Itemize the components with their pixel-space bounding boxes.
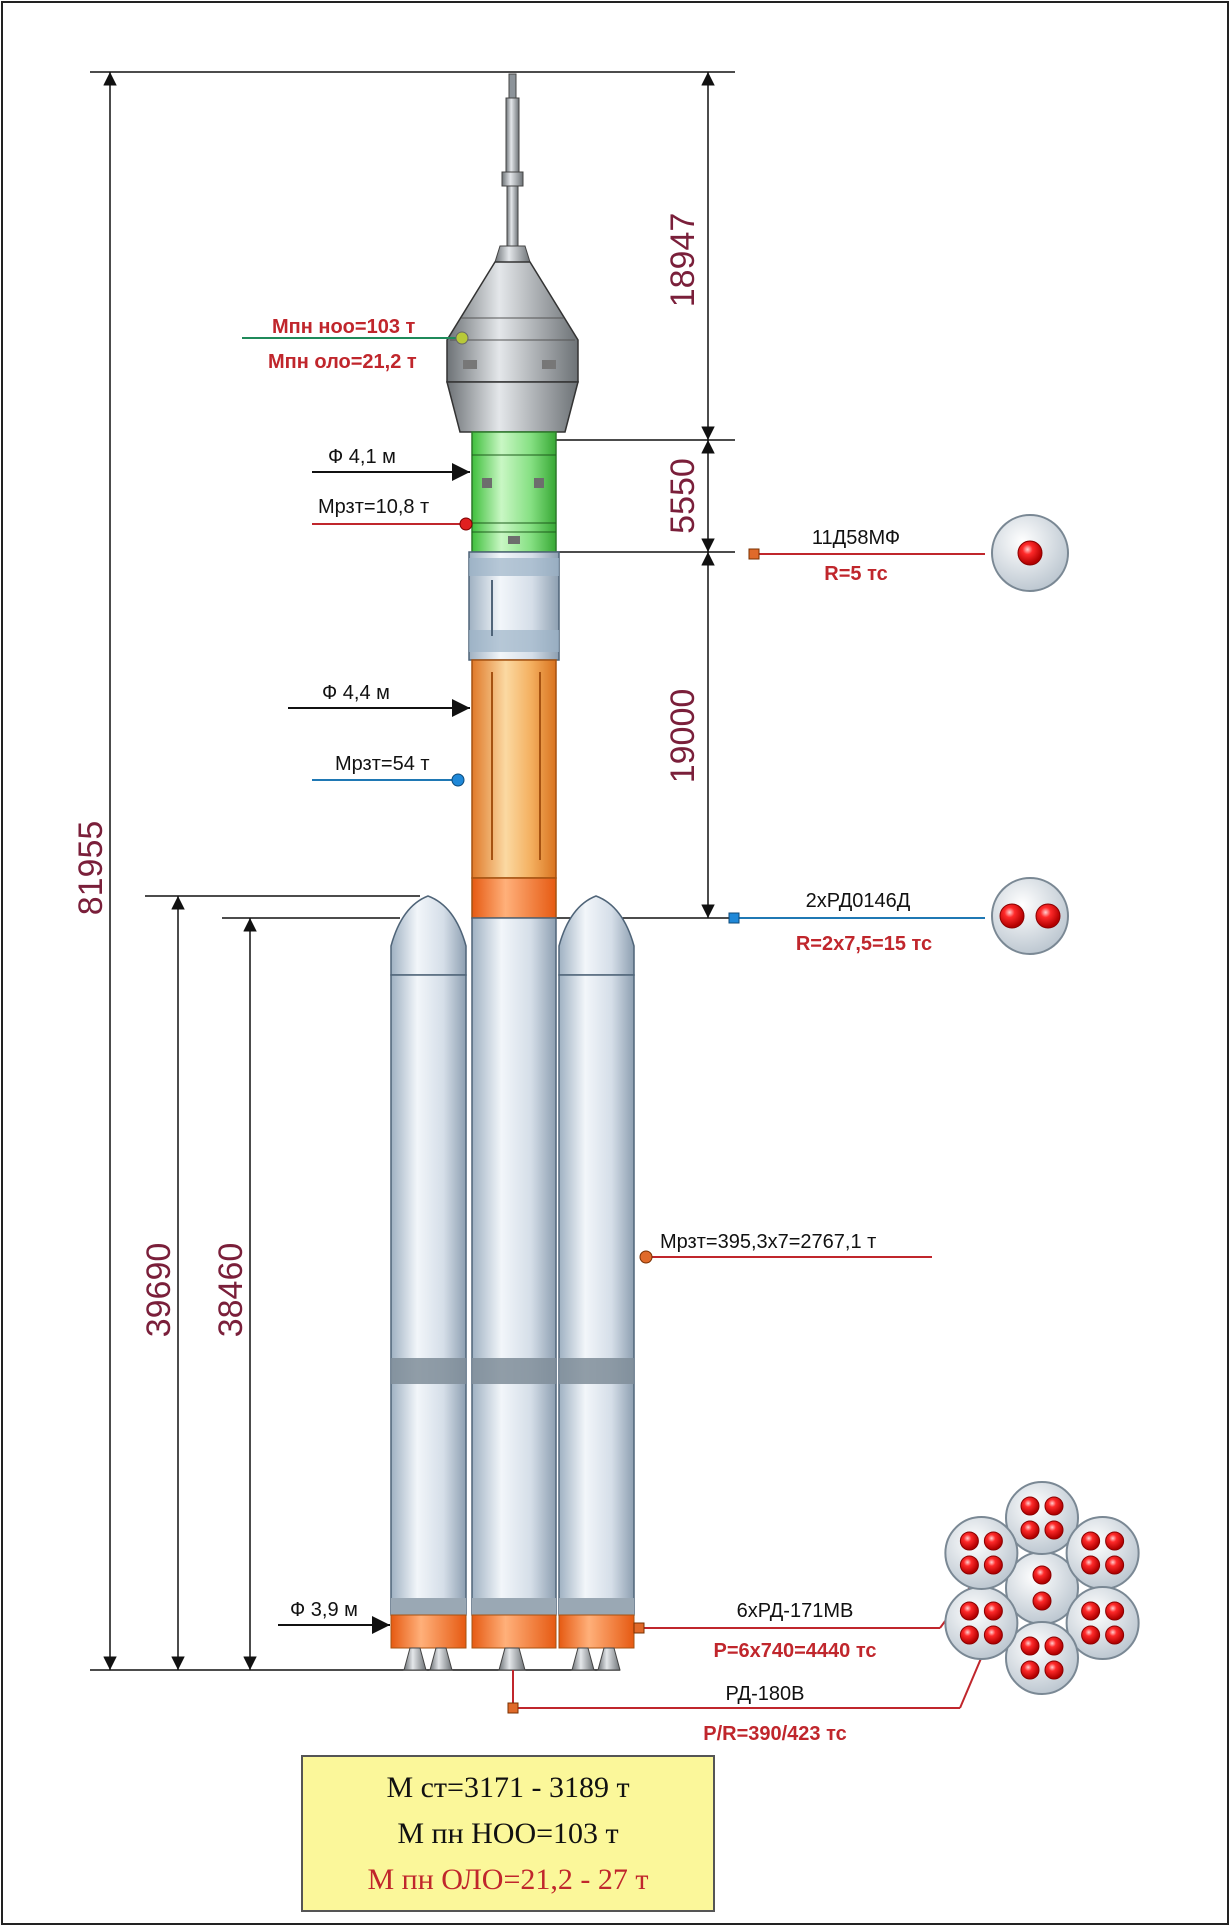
second-engine-name: 2хРД0146Д xyxy=(806,890,911,912)
dim-booster-height: 39690 xyxy=(140,1243,178,1338)
engine-nozzle xyxy=(1105,1555,1125,1575)
second-engine-thrust: R=2х7,5=15 тс xyxy=(796,933,932,955)
engine-nozzle xyxy=(1081,1625,1101,1645)
summary-geo-payload: М пн ОЛО=21,2 - 27 т xyxy=(368,1863,649,1896)
engine-nozzle xyxy=(1044,1660,1064,1680)
escape-tower xyxy=(494,73,531,263)
second-engine-marker xyxy=(728,912,740,924)
payload-fairing xyxy=(446,261,579,433)
engine-nozzles xyxy=(403,1647,621,1671)
payload-marker xyxy=(455,331,469,345)
upper-stage-body xyxy=(471,431,557,553)
engine-nozzle xyxy=(983,1531,1003,1551)
engine-nozzle xyxy=(1081,1531,1101,1551)
upper-engine-name: 11Д58МФ xyxy=(812,527,900,549)
dim-upper-stage: 5550 xyxy=(664,458,702,534)
booster-engine-module xyxy=(1065,1516,1140,1590)
engine-nozzle xyxy=(1032,1591,1052,1611)
summary-launch-mass: М ст=3171 - 3189 т xyxy=(386,1771,629,1804)
core-engine-thrust: P/R=390/423 тс xyxy=(703,1723,847,1745)
dim-total-height: 81955 xyxy=(72,821,110,916)
second-stage-diameter-label: Ф 4,4 м xyxy=(322,682,390,704)
engine-nozzle xyxy=(959,1625,979,1645)
engine-nozzle xyxy=(959,1601,979,1621)
booster-engine-thrust: P=6х740=4440 тс xyxy=(713,1640,876,1662)
upper-stage-diameter-label: Ф 4,1 м xyxy=(328,446,396,468)
upper-stage-fuel-label: Мрзт=10,8 т xyxy=(318,496,429,518)
dim-upper-block: 18947 xyxy=(664,213,702,308)
engine-nozzle xyxy=(1105,1625,1125,1645)
engine-nozzle xyxy=(1105,1601,1125,1621)
dim-second-stage: 19000 xyxy=(664,689,702,784)
upper-engine-marker xyxy=(748,548,760,560)
payload-leo-label: Мпн ноо=103 т xyxy=(272,316,415,338)
payload-geo-label: Мпн оло=21,2 т xyxy=(268,351,417,373)
engine-nozzle xyxy=(1020,1660,1040,1680)
second-engine-view xyxy=(991,877,1069,955)
engine-nozzle xyxy=(1032,1565,1052,1585)
engine-nozzle xyxy=(1105,1531,1125,1551)
engine-nozzle xyxy=(1020,1636,1040,1656)
booster-engine-marker xyxy=(633,1622,645,1634)
second-stage-fuel-label: Мрзт=54 т xyxy=(335,753,430,775)
first-stage-engine-view xyxy=(944,1481,1140,1695)
engine-nozzle xyxy=(959,1531,979,1551)
second-stage-marker xyxy=(451,773,465,787)
upper-stage-marker xyxy=(459,517,473,531)
right-booster xyxy=(558,895,635,1649)
left-booster xyxy=(390,895,467,1649)
booster-engine-name: 6хРД-171МВ xyxy=(737,1600,854,1622)
engine-nozzle xyxy=(1020,1496,1040,1516)
second-stage-body xyxy=(471,659,557,919)
engine-nozzle xyxy=(1081,1555,1101,1575)
engine-nozzle xyxy=(959,1555,979,1575)
engine-nozzle xyxy=(1044,1496,1064,1516)
engine-nozzle xyxy=(1044,1520,1064,1540)
first-stage-marker xyxy=(639,1250,653,1264)
engine-nozzle xyxy=(983,1601,1003,1621)
engine-nozzle xyxy=(1044,1636,1064,1656)
dim-core-height: 38460 xyxy=(212,1243,250,1338)
engine-nozzle xyxy=(1020,1520,1040,1540)
core-engine-name: РД-180В xyxy=(726,1683,805,1705)
core-booster xyxy=(471,917,557,1649)
rocket xyxy=(390,73,635,1671)
first-stage-diameter-label: Ф 3,9 м xyxy=(290,1599,358,1621)
upper-engine-view xyxy=(991,514,1069,592)
engine-nozzle xyxy=(983,1555,1003,1575)
engine-nozzle xyxy=(983,1625,1003,1645)
summary-leo-payload: М пн НОО=103 т xyxy=(397,1817,618,1850)
dimension-lines xyxy=(90,71,735,1671)
interstage xyxy=(468,551,560,661)
upper-engine-thrust: R=5 тс xyxy=(824,563,887,585)
booster-engine-module xyxy=(944,1586,1019,1660)
core-engine-marker xyxy=(507,1702,519,1714)
summary-box: М ст=3171 - 3189 т М пн НОО=103 т М пн О… xyxy=(301,1755,715,1912)
booster-engine-module xyxy=(944,1516,1019,1590)
first-stage-fuel-label: Мрзт=395,3х7=2767,1 т xyxy=(660,1231,876,1253)
engine-nozzle xyxy=(1081,1601,1101,1621)
